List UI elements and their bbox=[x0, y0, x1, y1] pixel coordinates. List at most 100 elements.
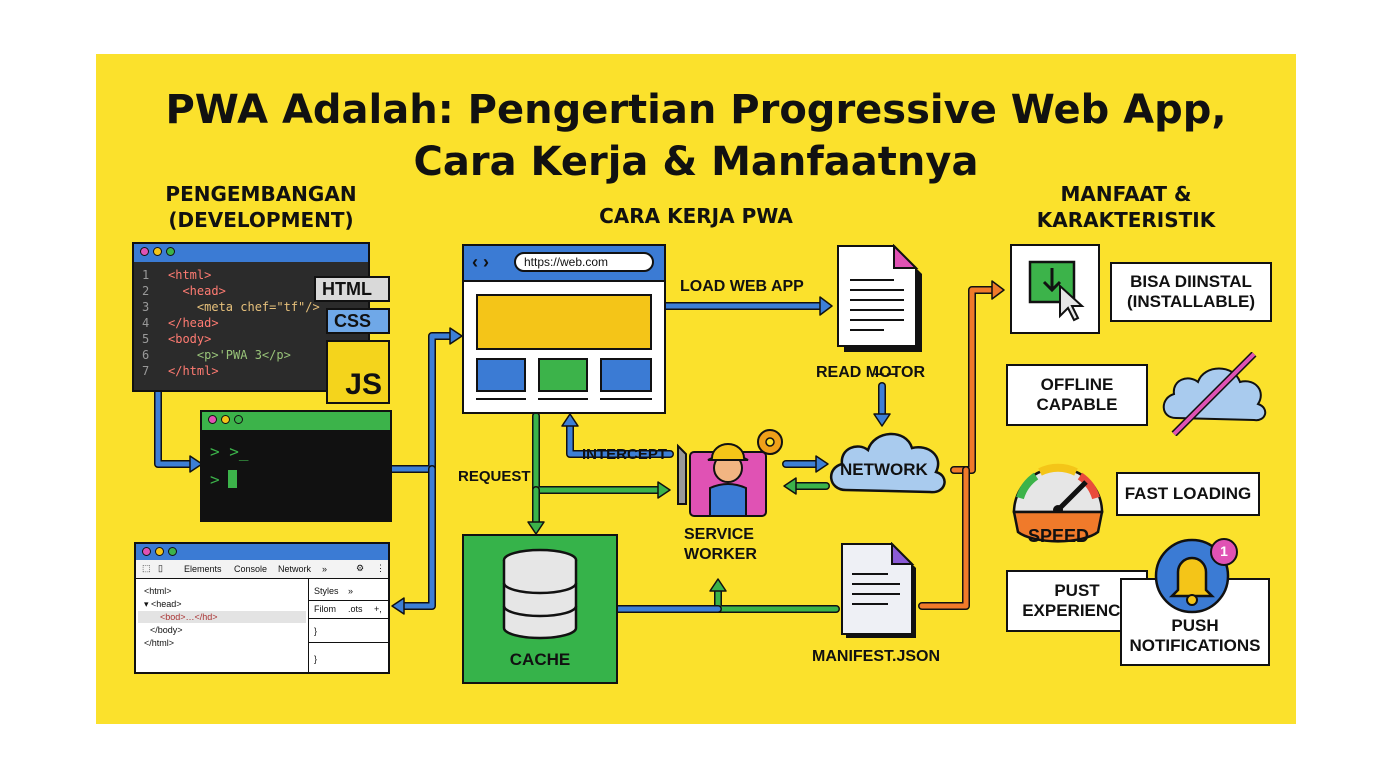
hero-block bbox=[476, 294, 652, 350]
fast-loading-label: FAST LOADING bbox=[1124, 484, 1252, 503]
experience-line2: EXPERIENCE bbox=[1022, 601, 1132, 620]
dom-node[interactable]: <html> bbox=[144, 586, 172, 596]
code-text: <body> bbox=[168, 332, 212, 346]
add-rule-icon[interactable]: +, bbox=[374, 604, 382, 614]
window-dot-icon bbox=[142, 547, 151, 556]
text-line bbox=[476, 398, 526, 400]
label-network: NETWORK bbox=[840, 460, 928, 479]
document-icon bbox=[837, 244, 922, 352]
cloud-icon bbox=[830, 432, 946, 494]
cache-box: CACHE bbox=[462, 534, 618, 684]
installable-card: BISA DIINSTAL (INSTALLABLE) bbox=[1110, 262, 1272, 322]
styles-more-icon[interactable]: » bbox=[348, 586, 354, 596]
line-number: 4 bbox=[142, 316, 150, 330]
window-dot-icon bbox=[140, 247, 149, 256]
service-worker-icon bbox=[677, 429, 783, 517]
window-dot-icon bbox=[234, 415, 243, 424]
arrow-editor-terminal bbox=[154, 384, 196, 468]
styles-tab[interactable]: Styles bbox=[314, 586, 339, 596]
browser-toolbar: ‹ › https://web.com bbox=[464, 246, 664, 282]
code-line: 6 <p>'PWA 3</p> bbox=[142, 348, 291, 362]
settings-gear-icon[interactable]: ⚙ bbox=[356, 563, 365, 573]
terminal-titlebar bbox=[202, 412, 390, 428]
tab-console[interactable]: Console bbox=[234, 564, 268, 574]
dom-node[interactable]: ▾ <head> bbox=[144, 599, 182, 609]
line-number: 7 bbox=[142, 364, 150, 378]
styles-divider bbox=[308, 618, 388, 619]
url-bar[interactable]: https://web.com bbox=[514, 252, 654, 272]
label-service-worker-2: WORKER bbox=[684, 546, 757, 563]
dom-node[interactable]: </html> bbox=[144, 638, 175, 648]
dom-node[interactable]: <bod>…</hd> bbox=[160, 612, 218, 622]
cloud-offline-icon bbox=[1162, 352, 1267, 436]
tab-network[interactable]: Network bbox=[278, 564, 312, 574]
offline-card: OFFLINE CAPABLE bbox=[1006, 364, 1148, 426]
styles-divider bbox=[308, 600, 388, 601]
content-card bbox=[538, 358, 588, 392]
code-line: 2 <head> bbox=[142, 284, 226, 298]
manifest-file-icon bbox=[841, 542, 916, 638]
section-how-it-works: CARA KERJA PWA bbox=[599, 204, 793, 228]
window-dot-icon bbox=[221, 415, 230, 424]
kebab-menu-icon[interactable]: ⋮ bbox=[376, 563, 385, 573]
browser-window: ‹ › https://web.com bbox=[462, 244, 666, 414]
window-dot-icon bbox=[153, 247, 162, 256]
window-dot-icon bbox=[166, 247, 175, 256]
database-icon bbox=[502, 548, 578, 640]
text-line bbox=[600, 398, 652, 400]
styles-filter-input[interactable]: Filom bbox=[314, 604, 336, 614]
styles-divider bbox=[308, 642, 388, 643]
code-text: </head> bbox=[168, 316, 219, 330]
html-badge: HTML bbox=[314, 276, 390, 302]
page-title-line2: Cara Kerja & Manfaatnya bbox=[413, 139, 979, 185]
label-cache: CACHE bbox=[509, 650, 571, 669]
code-line: 4 </head> bbox=[142, 316, 219, 330]
code-text: <meta chef="tf"/> bbox=[168, 300, 320, 314]
back-forward-icon[interactable]: ‹ › bbox=[472, 252, 489, 272]
label-service-worker-1: SERVICE bbox=[684, 526, 754, 543]
arrow-terminal-browser bbox=[388, 332, 456, 473]
page-title-line1: PWA Adalah: Pengertian Progressive Web A… bbox=[165, 87, 1227, 133]
line-number: 2 bbox=[142, 284, 150, 298]
tab-elements[interactable]: Elements bbox=[184, 564, 222, 574]
devtools-titlebar bbox=[136, 544, 388, 560]
code-text: </html> bbox=[168, 364, 219, 378]
more-tabs-icon[interactable]: » bbox=[322, 564, 328, 574]
devtools-divider bbox=[308, 578, 309, 672]
css-badge: CSS bbox=[326, 308, 390, 334]
dom-selected-row bbox=[138, 611, 306, 623]
arrow-terminal-devtools bbox=[398, 465, 436, 610]
label-request: REQUEST bbox=[458, 468, 531, 485]
code-text: <p>'PWA 3</p> bbox=[168, 348, 291, 362]
label-read-monitor: READ M̶O̶TOR bbox=[816, 364, 926, 381]
code-line: 3 <meta chef="tf"/> bbox=[142, 300, 320, 314]
installable-line2: (INSTALLABLE) bbox=[1126, 292, 1256, 311]
window-dot-icon bbox=[168, 547, 177, 556]
arrow-worker-cache bbox=[714, 585, 840, 613]
section-benefits-line1: MANFAAT & bbox=[1060, 182, 1192, 206]
label-speed: SPEED bbox=[1028, 526, 1090, 546]
window-dot-icon bbox=[155, 547, 164, 556]
installable-line1: BISA DIINSTAL bbox=[1130, 272, 1252, 291]
push-line1: PUSH bbox=[1171, 616, 1219, 635]
terminal-body: > >_ > bbox=[202, 430, 390, 520]
styles-filter-options[interactable]: .ots bbox=[348, 604, 363, 614]
line-number: 3 bbox=[142, 300, 150, 314]
dom-node[interactable]: </body> bbox=[150, 625, 183, 635]
inspect-icon[interactable]: ⬚ bbox=[142, 563, 151, 573]
line-number: 6 bbox=[142, 348, 150, 362]
fast-loading-card: FAST LOADING bbox=[1116, 472, 1260, 516]
text-line bbox=[538, 398, 588, 400]
experience-line1: PUST bbox=[1054, 581, 1100, 600]
code-line: 7 </html> bbox=[142, 364, 219, 378]
speedometer-icon bbox=[1012, 463, 1104, 543]
bell-icon bbox=[1154, 538, 1238, 614]
section-development-line2: (DEVELOPMENT) bbox=[168, 208, 354, 232]
offline-line2: CAPABLE bbox=[1036, 395, 1118, 414]
label-manifest: MANIFEST.JSON bbox=[812, 648, 941, 665]
content-card bbox=[476, 358, 526, 392]
code-line: 5<body> bbox=[142, 332, 211, 346]
js-badge: JS bbox=[326, 340, 390, 404]
style-brace: } bbox=[314, 654, 318, 664]
device-icon[interactable]: ▯ bbox=[158, 563, 163, 573]
